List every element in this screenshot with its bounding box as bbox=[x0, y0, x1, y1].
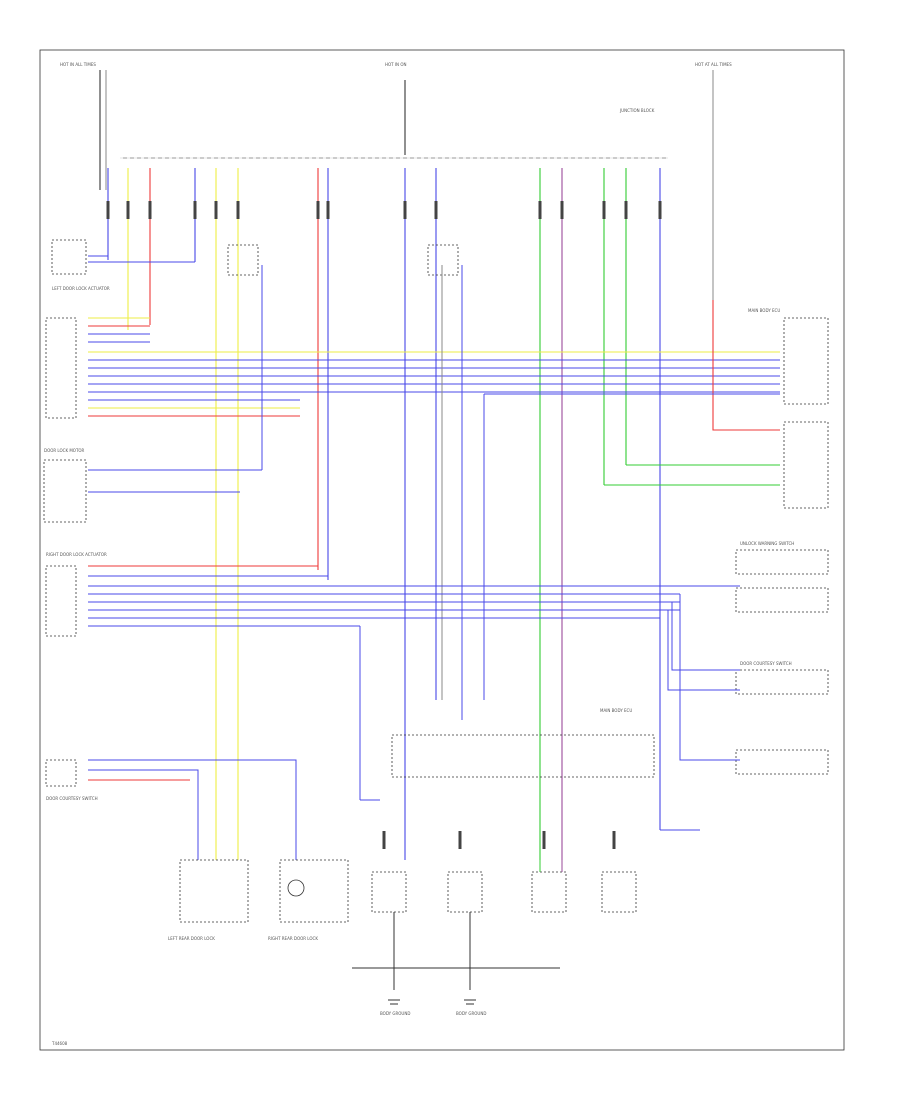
lower-left-wire-2 bbox=[88, 769, 199, 860]
bottom-switch-pin-3 bbox=[612, 831, 616, 849]
left-connector-block bbox=[45, 317, 77, 419]
central-ecu-label: MAIN BODY ECU bbox=[600, 708, 632, 713]
connector-pin-top-13 bbox=[624, 201, 628, 219]
unlock-switch-box-2 bbox=[735, 587, 829, 613]
bottom-switch-0 bbox=[371, 871, 407, 913]
connector-pin-top-7 bbox=[326, 201, 330, 219]
unlock-switch-box bbox=[735, 549, 829, 575]
door-lock-switch-box bbox=[43, 459, 87, 523]
right-fuse-to-ecu bbox=[712, 300, 780, 431]
connector-pin-top-1 bbox=[126, 201, 130, 219]
top-left-fuse-label: HOT IN ALL TIMES bbox=[60, 62, 96, 67]
connector-pin-top-6 bbox=[316, 201, 320, 219]
ground-left-label: BODY GROUND bbox=[380, 1011, 410, 1016]
bottom-switch-pin-1 bbox=[458, 831, 462, 849]
junction-block-label: JUNCTION BLOCK bbox=[619, 108, 655, 113]
central-ecu-module bbox=[391, 734, 655, 778]
main-body-ecu-label: MAIN BODY ECU bbox=[748, 308, 780, 313]
bottom-switch-3 bbox=[601, 871, 637, 913]
key-switch-label: UNLOCK WARNING SWITCH bbox=[740, 541, 794, 546]
bottom-switch-1 bbox=[447, 871, 483, 913]
door-lock-motor-label: DOOR LOCK MOTOR bbox=[44, 448, 85, 453]
left-rear-lock-label: LEFT REAR DOOR LOCK bbox=[168, 936, 215, 941]
right-rear-lock-box bbox=[279, 859, 349, 923]
top-right-fuse-label: HOT AT ALL TIMES bbox=[695, 62, 732, 67]
diagram-border bbox=[39, 49, 845, 1051]
connector-pin-top-11 bbox=[560, 201, 564, 219]
connector-pin-top-12 bbox=[602, 201, 606, 219]
connector-pin-top-4 bbox=[214, 201, 218, 219]
left-lock-actuator-box bbox=[51, 239, 87, 275]
right-connector-block bbox=[45, 565, 77, 637]
figure-code-label: T44608 bbox=[51, 1041, 68, 1046]
to-courtesy-switch-3 bbox=[667, 610, 740, 691]
door-courtesy-left-label: DOOR COURTESY SWITCH bbox=[46, 796, 98, 801]
left-rear-lock-box bbox=[179, 859, 249, 923]
connector-pin-top-2 bbox=[148, 201, 152, 219]
right-door-lock-label: RIGHT DOOR LOCK ACTUATOR bbox=[46, 552, 107, 557]
to-courtesy-switch-2 bbox=[671, 602, 740, 671]
motor-symbol bbox=[287, 879, 305, 897]
connector-pin-top-3 bbox=[193, 201, 197, 219]
body-ecu-connector-2 bbox=[783, 421, 829, 509]
left-door-lock-label: LEFT DOOR LOCK ACTUATOR bbox=[52, 286, 110, 291]
lower-left-connector bbox=[45, 759, 77, 787]
top-center-fuse-label: HOT IN ON bbox=[385, 62, 406, 67]
bottom-switch-pin-2 bbox=[542, 831, 546, 849]
connector-pin-top-8 bbox=[403, 201, 407, 219]
body-ecu-connector bbox=[783, 317, 829, 405]
right-rear-lock-label: RIGHT REAR DOOR LOCK bbox=[268, 936, 318, 941]
bottom-switch-pin-0 bbox=[382, 831, 386, 849]
relay-left bbox=[227, 244, 259, 276]
door-courtesy-right-label: DOOR COURTESY SWITCH bbox=[740, 661, 792, 666]
ground-right-label: BODY GROUND bbox=[456, 1011, 486, 1016]
connector-pin-top-10 bbox=[538, 201, 542, 219]
lower-left-wire-1 bbox=[88, 759, 297, 860]
connector-pin-top-5 bbox=[236, 201, 240, 219]
relay-right bbox=[427, 244, 459, 276]
connector-pin-top-14 bbox=[658, 201, 662, 219]
to-courtesy-switch bbox=[679, 594, 740, 761]
connector-pin-top-0 bbox=[106, 201, 110, 219]
bottom-switch-2 bbox=[531, 871, 567, 913]
courtesy-switch-box-2 bbox=[735, 749, 829, 775]
courtesy-switch-box bbox=[735, 669, 829, 695]
connector-pin-top-9 bbox=[434, 201, 438, 219]
